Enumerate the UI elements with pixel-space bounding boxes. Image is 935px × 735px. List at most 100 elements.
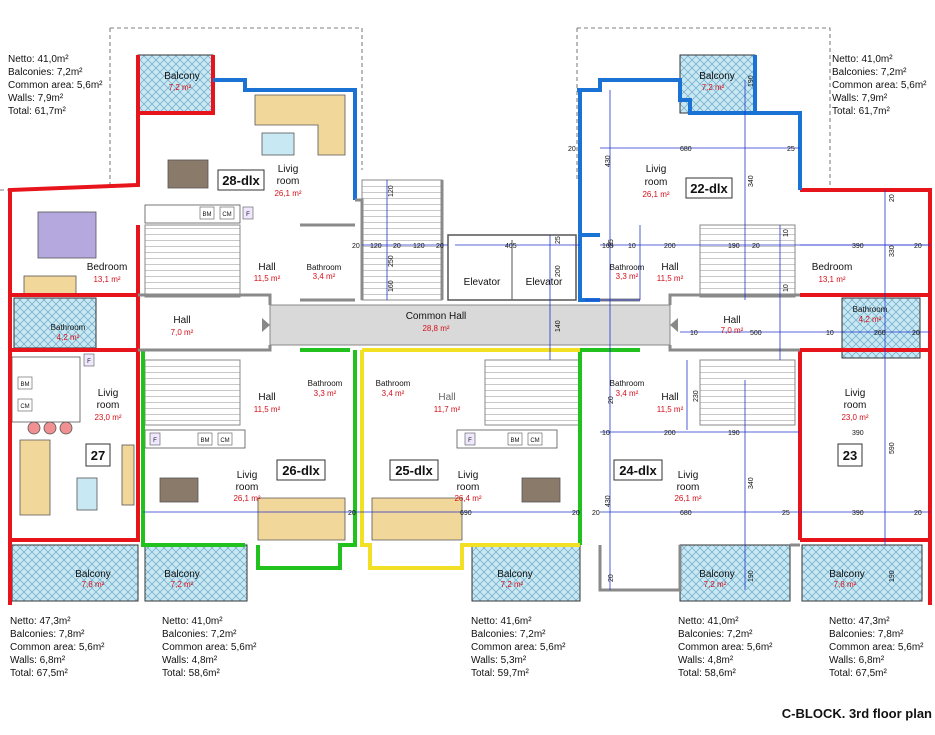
bath-22-label: Bathroom — [610, 263, 645, 272]
dimension-label: 190 — [748, 75, 755, 87]
livig-25-label: Livig — [458, 470, 479, 481]
dimension-label: Netto: 41,0m² — [162, 616, 223, 627]
dimension-label: 200 — [555, 265, 562, 277]
balcony-23 — [801, 544, 923, 602]
stats-bottom-1: Netto: 47,3m² Balconies: 7,8m² Common ar… — [10, 616, 105, 679]
hall-22-area: 11,5 m² — [657, 274, 684, 283]
room-25-label: room — [457, 482, 480, 493]
dimension-label: 390 — [852, 430, 864, 437]
balcony-27-area: 7,8 m² — [82, 580, 105, 589]
bedroom-27-label: Bedroom — [87, 262, 128, 273]
dimension-label: 20 — [752, 243, 760, 250]
dimension-label: Netto: 41,0m² — [678, 616, 739, 627]
dimension-label: 340 — [748, 477, 755, 489]
dimension-label: 390 — [852, 243, 864, 250]
elevator-2-label: Elevator — [526, 277, 563, 288]
stats-bottom-4: Netto: 41,0m² Balconies: 7,2m² Common ar… — [678, 616, 773, 679]
walls-red — [8, 55, 932, 605]
unit-25-label: 25-dlx — [395, 463, 433, 478]
dimension-label: 430 — [605, 155, 612, 167]
balcony-24 — [679, 544, 791, 602]
dimension-label: 10 — [826, 330, 834, 337]
dimension-label: F — [153, 438, 157, 444]
livig-27-area: 23,0 m² — [94, 413, 121, 422]
dimension-label: Walls: 5,3m² — [471, 655, 527, 666]
unit-24-label: 24-dlx — [619, 463, 657, 478]
dimension-label: CM — [220, 438, 229, 444]
unit-28-label: 28-dlx — [222, 173, 260, 188]
hall-23-area: 7,0 m² — [721, 326, 744, 335]
balconies — [11, 54, 923, 602]
dimension-label: Common area: 5,6m² — [471, 642, 566, 653]
balcony-27 — [11, 544, 139, 602]
dimension-label: F — [87, 359, 91, 365]
dimension-label: Total: 61,7m² — [832, 106, 890, 117]
dimension-label: 20 — [393, 243, 401, 250]
dimension-label: 25 — [787, 146, 795, 153]
dimension-label: Balconies: 7,2m² — [832, 67, 907, 78]
hall-26-label: Hall — [258, 392, 275, 403]
dimension-label: 20 — [608, 396, 615, 404]
dimension-label: 405 — [505, 243, 517, 250]
walls-green — [141, 348, 640, 570]
dimension-label: Netto: 47,3m² — [10, 616, 71, 627]
dimension-label: Walls: 6,8m² — [10, 655, 66, 666]
dimension-label: 10 — [783, 229, 790, 237]
elevator-1-label: Elevator — [464, 277, 501, 288]
dimension-label: 200 — [664, 243, 676, 250]
plan-title: C-BLOCK. 3rd floor plan — [782, 706, 932, 721]
balcony-24-label: Balcony — [699, 569, 735, 580]
stats-bottom-3: Netto: 41,6m² Balconies: 7,2m² Common ar… — [471, 616, 566, 679]
dimension-label: BM — [511, 438, 520, 444]
room-27-label: room — [97, 400, 120, 411]
dimension-label: 120 — [413, 243, 425, 250]
dimension-label: 200 — [664, 430, 676, 437]
unit-labels: 28-dlx 22-dlx 27 26-dlx 25-dlx 24-dlx 23 — [91, 173, 857, 478]
stats-bottom-5: Netto: 47,3m² Balconies: 7,8m² Common ar… — [829, 616, 924, 679]
dimension-label: 120 — [388, 185, 395, 197]
dimension-label: Balconies: 7,2m² — [678, 629, 753, 640]
bath-25-label: Bathroom — [376, 379, 411, 388]
hall-25-label: Hall — [438, 392, 455, 403]
livig-26-label: Livig — [237, 470, 258, 481]
dimension-label: Walls: 6,8m² — [829, 655, 885, 666]
bath-22-area: 3,3 m² — [616, 272, 639, 281]
unit-boxes — [85, 169, 863, 481]
hall-24-label: Hall — [661, 392, 678, 403]
unit-23-label: 23 — [843, 448, 857, 463]
hall-26-area: 11,5 m² — [254, 405, 281, 414]
dimension-label: 20 — [572, 510, 580, 517]
dimension-label: 20 — [912, 330, 920, 337]
balcony-26-area: 7,2 m² — [171, 580, 194, 589]
room-24-label: room — [677, 482, 700, 493]
stats-bottom-2: Netto: 41,0m² Balconies: 7,2m² Common ar… — [162, 616, 257, 679]
bath-28-label: Bathroom — [307, 263, 342, 272]
bath-hatch-27 — [13, 297, 97, 349]
bath-24-area: 3,4 m² — [616, 389, 639, 398]
balcony-27-label: Balcony — [75, 569, 111, 580]
dimension-label: 430 — [605, 495, 612, 507]
room-labels: Balcony 7,2 m² Balcony 7,2 m² Balcony 7,… — [51, 71, 888, 589]
balcony-22-label: Balcony — [699, 71, 735, 82]
room-26-label: room — [236, 482, 259, 493]
dimension-label: 690 — [460, 510, 472, 517]
bedroom-27-area: 13,1 m² — [93, 275, 120, 284]
walls-grey — [138, 180, 800, 592]
balcony-26-label: Balcony — [164, 569, 200, 580]
stats-top-left: Netto: 41,0m² Balconies: 7,2m² Common ar… — [8, 54, 103, 117]
bath-27-label: Bathroom — [51, 323, 86, 332]
unit-22-label: 22-dlx — [690, 181, 728, 196]
dimension-label: 20 — [914, 243, 922, 250]
dimension-label: Netto: 41,6m² — [471, 616, 532, 627]
dimension-label: BM — [201, 438, 210, 444]
dimension-label: 390 — [852, 510, 864, 517]
dimension-label: Netto: 41,0m² — [8, 54, 69, 65]
dimension-label: 230 — [693, 390, 700, 402]
dimension-label: Total: 59,7m² — [471, 668, 529, 679]
livig-24-label: Livig — [678, 470, 699, 481]
bath-27-area: 4,2 m² — [57, 333, 80, 342]
dimension-label: 680 — [680, 510, 692, 517]
dimension-label: CM — [530, 438, 539, 444]
appliance-labels: BM CM F BM CM F BM CM F BM CM F — [17, 206, 543, 446]
